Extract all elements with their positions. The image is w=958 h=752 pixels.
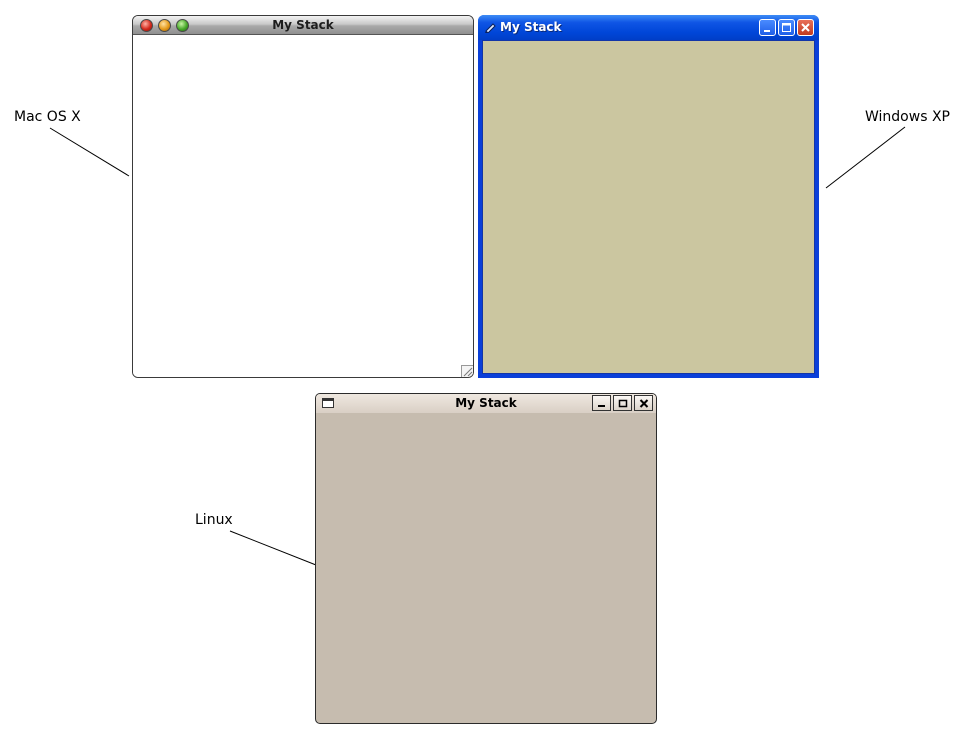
linux-minimize-button[interactable]	[592, 395, 611, 411]
close-icon	[801, 23, 810, 32]
minimize-icon	[598, 405, 605, 407]
linux-close-button[interactable]	[634, 395, 653, 411]
linux-window-menu-icon[interactable]	[322, 398, 334, 408]
mac-zoom-button[interactable]	[176, 19, 189, 32]
mac-minimize-button[interactable]	[158, 19, 171, 32]
linux-titlebar[interactable]: My Stack	[316, 394, 656, 413]
xp-close-button[interactable]	[797, 19, 814, 36]
linux-window-title: My Stack	[455, 396, 517, 410]
mac-resize-grip-icon[interactable]	[461, 365, 473, 377]
linux-label: Linux	[195, 512, 233, 528]
windows-leader-line	[825, 126, 906, 189]
mac-window: My Stack	[132, 15, 474, 378]
linux-window: My Stack	[315, 393, 657, 724]
linux-maximize-button[interactable]	[613, 395, 632, 411]
xp-maximize-button[interactable]	[778, 19, 795, 36]
xp-app-icon	[485, 23, 496, 33]
maximize-icon	[782, 23, 791, 32]
mac-leader-line	[49, 127, 130, 177]
mac-close-button[interactable]	[140, 19, 153, 32]
xp-titlebar[interactable]: My Stack	[478, 15, 819, 40]
minimize-icon	[764, 30, 770, 32]
close-icon	[639, 399, 649, 408]
linux-leader-line	[229, 530, 317, 566]
mac-window-title: My Stack	[272, 18, 334, 32]
xp-window-content	[482, 40, 815, 374]
mac-window-content	[133, 35, 473, 377]
mac-os-x-label: Mac OS X	[14, 109, 81, 125]
maximize-icon	[618, 399, 628, 408]
xp-minimize-button[interactable]	[759, 19, 776, 36]
windows-xp-label: Windows XP	[865, 109, 950, 125]
linux-window-content	[318, 413, 654, 721]
xp-window-title: My Stack	[500, 20, 562, 34]
windows-xp-window: My Stack	[478, 15, 819, 378]
mac-titlebar[interactable]: My Stack	[133, 16, 473, 35]
